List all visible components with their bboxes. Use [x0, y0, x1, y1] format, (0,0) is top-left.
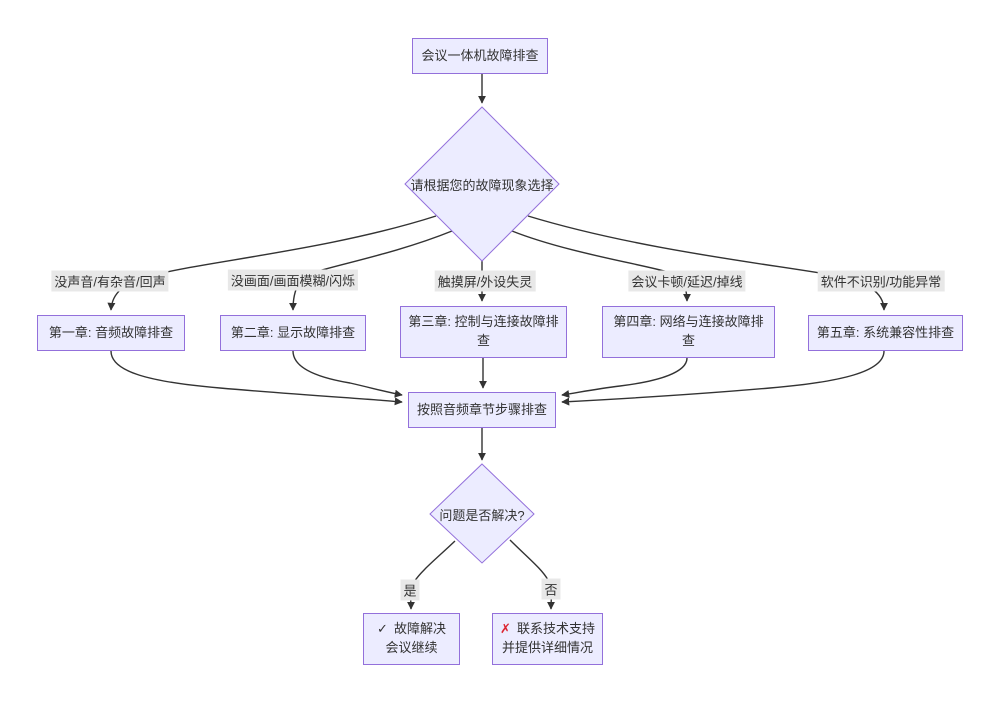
decision1-diamond-shape — [404, 106, 560, 262]
node-chapter1-label: 第一章: 音频故障排查 — [48, 324, 174, 340]
node-contact-support-text2: 并提供详细情况 — [501, 640, 593, 655]
node-chapter4-label: 第四章: 网络与连接故障排查 — [613, 314, 764, 348]
edge-label-no: 否 — [541, 578, 561, 600]
node-chapter5-label: 第五章: 系统兼容性排查 — [816, 324, 955, 340]
edge-label-audio: 没声音/有杂音/回声 — [51, 270, 169, 292]
edge-label-software: 软件不识别/功能异常 — [817, 270, 945, 292]
node-resolved: ✓ 故障解决 会议继续 — [363, 613, 460, 665]
node-resolved-line1: ✓ 故障解决 — [377, 620, 446, 639]
decision2-diamond-shape — [429, 463, 535, 564]
node-chapter2-label: 第二章: 显示故障排查 — [230, 324, 356, 340]
node-resolved-text2: 会议继续 — [385, 640, 438, 655]
node-decision1: 请根据您的故障现象选择 — [405, 107, 559, 261]
edge-label-yes: 是 — [400, 579, 420, 601]
check-icon: ✓ — [377, 621, 388, 637]
node-decision2-label: 问题是否解决? — [439, 507, 525, 523]
node-contact-support-text1: 联系技术支持 — [516, 621, 595, 637]
edge-decision1-to-ch5 — [527, 215, 888, 311]
node-start: 会议一体机故障排查 — [412, 38, 548, 74]
node-contact-support-line1: ✗ 联系技术支持 — [500, 620, 595, 639]
node-chapter3-label: 第三章: 控制与连接故障排查 — [408, 314, 559, 348]
node-chapter3: 第三章: 控制与连接故障排查 — [400, 306, 567, 358]
node-decision1-label: 请根据您的故障现象选择 — [410, 177, 554, 193]
edge-ch5-to-follow — [561, 350, 885, 406]
cross-icon: ✗ — [500, 621, 511, 637]
edge-label-network: 会议卡顿/延迟/掉线 — [628, 270, 746, 292]
edge-label-touch: 触摸屏/外设失灵 — [434, 270, 536, 292]
node-follow-steps-label: 按照音频章节步骤排查 — [416, 401, 547, 417]
node-chapter1: 第一章: 音频故障排查 — [37, 315, 185, 351]
edge-decision1-to-ch1 — [107, 215, 437, 311]
edge-label-display: 没画面/画面模糊/闪烁 — [227, 269, 359, 291]
edge-ch2-to-follow — [292, 350, 403, 398]
node-contact-support: ✗ 联系技术支持 并提供详细情况 — [492, 613, 603, 665]
edge-ch4-to-follow — [561, 357, 688, 398]
node-follow-steps: 按照音频章节步骤排查 — [408, 392, 556, 428]
node-chapter2: 第二章: 显示故障排查 — [220, 315, 366, 351]
node-start-label: 会议一体机故障排查 — [421, 47, 539, 63]
node-chapter4: 第四章: 网络与连接故障排查 — [602, 306, 775, 358]
edge-ch1-to-follow — [110, 350, 403, 406]
node-resolved-text1: 故障解决 — [393, 621, 446, 637]
node-decision2: 问题是否解决? — [429, 464, 535, 564]
node-chapter5: 第五章: 系统兼容性排查 — [808, 315, 963, 351]
